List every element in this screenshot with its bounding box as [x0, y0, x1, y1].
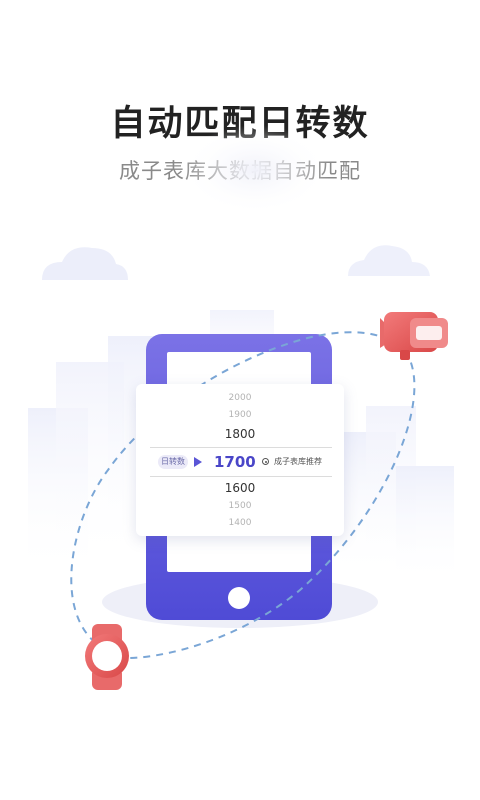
cloud-icon — [42, 247, 128, 280]
watch-icon — [85, 624, 129, 690]
rpm-picker[interactable]: 2000 1900 1800 日转数 1700 成子表库推荐 1600 1500… — [136, 384, 344, 536]
picker-option[interactable]: 2000 — [228, 393, 252, 403]
phone-home-button — [228, 587, 250, 609]
picker-selected-row[interactable]: 日转数 1700 成子表库推荐 — [136, 451, 344, 473]
picker-divider-top — [150, 447, 332, 448]
radio-icon — [262, 458, 269, 465]
orbit-path — [70, 331, 416, 660]
city-skyline — [28, 310, 454, 586]
picker-option[interactable]: 1800 — [224, 427, 256, 441]
cloud-icon — [348, 245, 430, 276]
background-cloud — [180, 125, 330, 215]
recommend-label: 成子表库推荐 — [274, 457, 322, 466]
picker-option[interactable]: 1900 — [228, 410, 252, 420]
triangle-arrow-icon — [194, 457, 202, 467]
picker-option[interactable]: 1500 — [228, 501, 252, 511]
picker-divider-bottom — [150, 476, 332, 477]
glasses-icon — [380, 312, 448, 360]
picker-selected-value: 1700 — [214, 453, 256, 471]
picker-option[interactable]: 1400 — [228, 518, 252, 528]
picker-option[interactable]: 1600 — [224, 481, 256, 495]
rpm-badge: 日转数 — [158, 455, 188, 469]
